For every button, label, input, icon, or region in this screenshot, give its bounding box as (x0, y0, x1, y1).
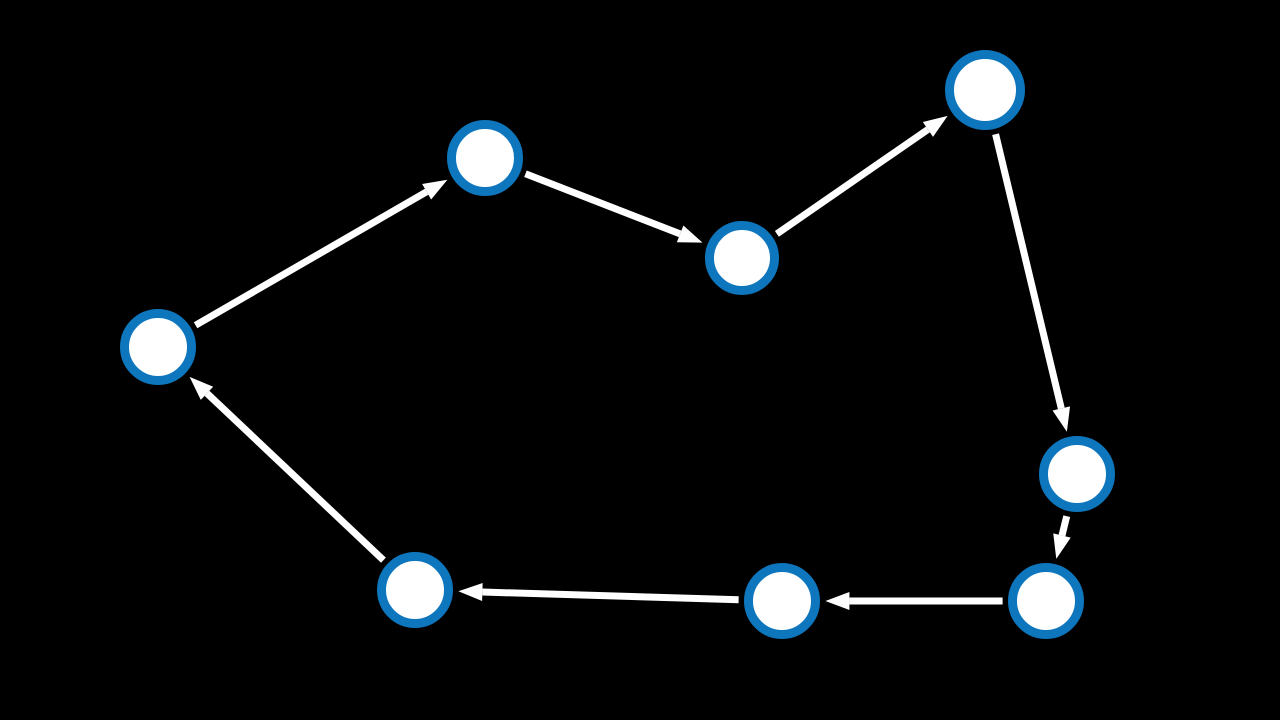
edge-line (204, 390, 386, 563)
graph-edge[interactable] (189, 376, 386, 563)
graph-edge[interactable] (825, 592, 1003, 610)
edge-arrowhead-icon (825, 592, 850, 610)
edge-arrowhead-icon (1052, 406, 1071, 432)
edge-arrowhead-icon (922, 115, 948, 137)
graph-edge[interactable] (458, 583, 739, 604)
node-layer (120, 50, 1115, 639)
graph-edge[interactable] (193, 179, 448, 329)
graph-node[interactable] (945, 50, 1025, 130)
node-circle (705, 221, 779, 295)
edge-line (482, 588, 739, 604)
graph-node[interactable] (1008, 563, 1084, 639)
graph-node[interactable] (447, 120, 523, 196)
node-circle (377, 552, 453, 628)
node-circle (1008, 563, 1084, 639)
graph-node[interactable] (744, 563, 820, 639)
graph-node[interactable] (120, 309, 196, 385)
node-circle (744, 563, 820, 639)
edge-arrowhead-icon (189, 376, 214, 400)
edge-line (193, 188, 429, 329)
node-circle (447, 120, 523, 196)
edge-arrowhead-icon (422, 179, 448, 200)
edge-layer (189, 115, 1071, 610)
edge-arrowhead-icon (458, 583, 483, 602)
edge-line (774, 126, 930, 237)
graph-edge[interactable] (992, 133, 1071, 432)
node-circle (945, 50, 1025, 130)
edge-line (992, 133, 1065, 410)
graph-edge[interactable] (524, 170, 703, 243)
graph-node[interactable] (1039, 436, 1115, 512)
graph-edge[interactable] (1053, 515, 1071, 559)
edge-arrowhead-icon (676, 225, 703, 243)
node-circle (1039, 436, 1115, 512)
edge-line (524, 170, 682, 238)
graph-node[interactable] (705, 221, 779, 295)
edge-line (1058, 515, 1071, 537)
graph-node[interactable] (377, 552, 453, 628)
graph-edge[interactable] (774, 115, 948, 237)
node-circle (120, 309, 196, 385)
edge-arrowhead-icon (1053, 533, 1071, 559)
